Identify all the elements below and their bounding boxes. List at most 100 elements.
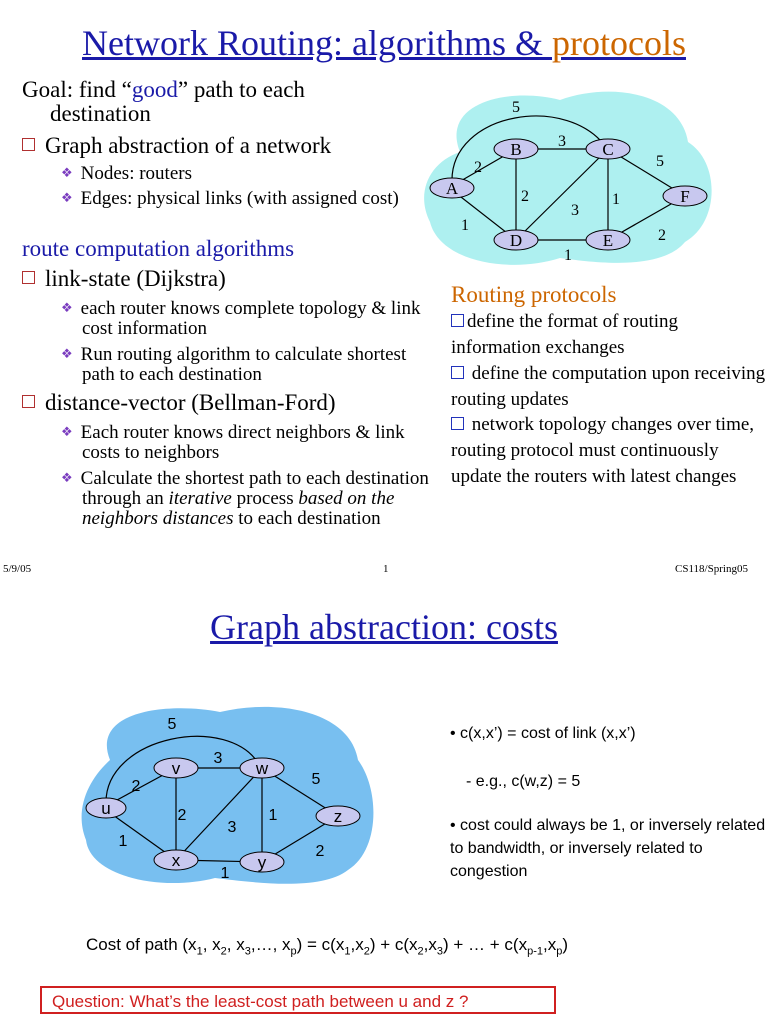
node-label-f: F (680, 187, 689, 206)
dv-bullet-1-text: Each router knows direct neighbors & lin… (80, 422, 405, 463)
router-x (153, 849, 199, 871)
node-label-w: w (255, 759, 269, 778)
node-label-d: D (510, 231, 522, 250)
node-label-c: C (602, 140, 613, 159)
graph-abstraction-block: Graph abstraction of a network ❖ Nodes: r… (22, 133, 422, 209)
router-v (153, 757, 199, 779)
footer-page: 1 (383, 563, 389, 575)
dv-bullet-2-text-a: Calculate the shortest path to each dest… (80, 468, 429, 509)
cost-u-w: 5 (168, 716, 177, 733)
node-label-b: B (510, 140, 521, 159)
cost-u-v: 2 (132, 778, 141, 795)
dv-bullet-2-based: based on the neighbors distances (82, 488, 395, 529)
graph-abstraction-label: Graph abstraction of a network (45, 133, 332, 158)
square-bullet-icon (22, 138, 35, 151)
diamond-bullet-icon: ❖ (61, 424, 73, 439)
cost-x-y: 1 (221, 865, 230, 882)
router-u (85, 797, 127, 819)
cost-w-y: 1 (269, 807, 278, 824)
node-label-e: E (603, 231, 613, 250)
nodes-bullet: ❖ Nodes: routers (22, 163, 422, 184)
question-box: Question: What’s the least-cost path bet… (40, 986, 556, 1014)
slide2-network-graph: u v w x y z 5 2 3 2 3 1 5 1 1 2 (81, 706, 374, 884)
route-computation-heading: route computation algorithms (22, 236, 295, 261)
goal-good: good (131, 77, 178, 102)
title-protocols: protocols (552, 23, 686, 63)
cost-explanation: • cost could always be 1, or inversely r… (450, 817, 766, 880)
goal-line2: destination (50, 101, 151, 126)
slide1-network-graph: A B C D E F 5 2 3 2 3 1 5 1 1 2 (424, 91, 712, 265)
distance-vector-block: distance-vector (Bellman-Ford) ❖ Each rou… (22, 390, 442, 529)
goal-text: Goal: find “good” path to each destinati… (22, 78, 352, 126)
cost-b-c: 3 (558, 133, 566, 150)
router-z (315, 805, 361, 827)
square-bullet-icon (22, 395, 35, 408)
edge-w-x (175, 767, 263, 861)
node-label-a: A (446, 179, 459, 198)
link-state-block: link-state (Dijkstra) ❖each router knows… (22, 266, 442, 385)
goal-suffix: ” path to each (177, 77, 305, 102)
cost-example: - e.g., c(w,z) = 5 (466, 773, 581, 790)
graph-abstraction-bullet: Graph abstraction of a network (22, 133, 422, 159)
node-label-u: u (101, 799, 110, 818)
cloud-shape (424, 91, 712, 265)
router-f (662, 185, 708, 207)
node-label-x: x (172, 851, 181, 870)
edges-label: Edges: physical links (with assigned cos… (80, 188, 399, 209)
dv-bullet-2-text-b: process (231, 488, 299, 509)
cost-v-x: 2 (178, 807, 187, 824)
cost-definition: • c(x,x’) = cost of link (x,x’) (450, 725, 636, 742)
rp-item-1: define the format of routing information… (451, 309, 768, 361)
square-bullet-icon (22, 271, 35, 284)
cost-v-w: 3 (214, 750, 223, 767)
diamond-bullet-icon: ❖ (61, 300, 73, 315)
cloud-shape (81, 706, 374, 884)
router-w (239, 757, 285, 779)
ls-bullet-2: ❖ Run routing algorithm to calculate shor… (22, 344, 432, 385)
rp-item-3: network topology changes over time, rout… (451, 412, 768, 490)
cost-a-c: 5 (512, 99, 520, 116)
rp-item-2: define the computation upon receiving ro… (451, 361, 768, 413)
routing-protocols-heading: Routing protocols (451, 282, 617, 307)
cost-c-f: 5 (656, 153, 664, 170)
diamond-bullet-icon: ❖ (61, 346, 73, 361)
nodes-label: Nodes: routers (80, 163, 192, 184)
node-label-y: y (258, 853, 267, 872)
cost-w-z: 5 (312, 771, 321, 788)
ls-bullet-1: ❖each router knows complete topology & l… (22, 298, 432, 339)
distance-vector-bullet: distance-vector (Bellman-Ford) (22, 390, 442, 416)
edges-bullet: ❖ Edges: physical links (with assigned co… (22, 188, 422, 209)
edge-c-d (515, 148, 609, 241)
edge-a-c (451, 115, 609, 183)
router-e (585, 229, 631, 251)
cost-a-d: 1 (461, 217, 469, 234)
ls-bullet-2-text: Run routing algorithm to calculate short… (80, 344, 407, 385)
edge-u-w (105, 735, 261, 805)
slide1-title: Network Routing: algorithms & protocols (0, 22, 768, 64)
footer-course: CS118/Spring05 (675, 563, 748, 575)
diamond-bullet-icon: ❖ (61, 470, 73, 485)
slide2-title: Graph abstraction: costs (210, 607, 558, 647)
router-a (429, 177, 475, 199)
footer-date: 5/9/05 (3, 563, 32, 575)
title-ampersand: & (505, 23, 552, 63)
dv-bullet-2-iterative: iterative (168, 488, 232, 509)
goal-prefix: Goal: find “ (22, 77, 132, 102)
dv-bullet-1: ❖ Each router knows direct neighbors & li… (22, 422, 432, 463)
cost-d-e: 1 (564, 247, 572, 264)
link-state-bullet: link-state (Dijkstra) (22, 266, 442, 292)
rp-item-2-text: define the computation upon receiving ro… (451, 363, 766, 410)
blue-square-bullet-icon (451, 314, 464, 327)
cost-c-d: 3 (571, 202, 579, 219)
cost-c-e: 1 (612, 191, 620, 208)
router-d (493, 229, 539, 251)
link-state-label: link-state (Dijkstra) (45, 266, 226, 291)
blue-square-bullet-icon (451, 417, 464, 430)
cost-w-x: 3 (228, 819, 237, 836)
node-label-v: v (172, 759, 181, 778)
diamond-bullet-icon: ❖ (61, 165, 73, 180)
diamond-bullet-icon: ❖ (61, 190, 73, 205)
rp-item-3-text: network topology changes over time, rout… (451, 414, 755, 487)
cost-u-x: 1 (119, 833, 128, 850)
cost-a-b: 2 (474, 159, 482, 176)
